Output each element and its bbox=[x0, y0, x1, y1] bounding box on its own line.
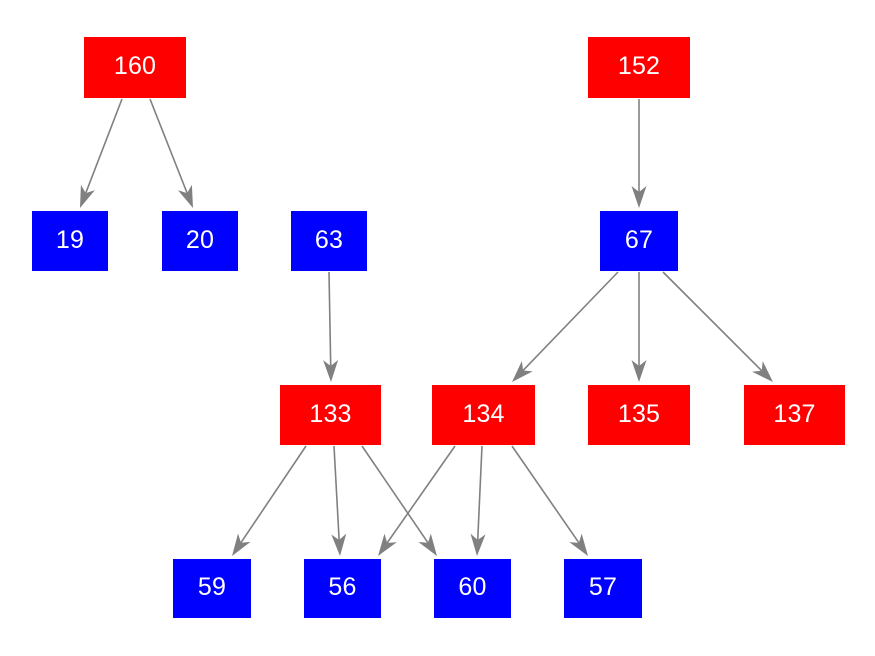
edge-arrowhead bbox=[323, 359, 339, 382]
node-label: 137 bbox=[773, 399, 816, 428]
graph-node-152[interactable]: 152 bbox=[588, 37, 690, 98]
edge-line bbox=[361, 445, 429, 544]
node-label: 160 bbox=[113, 52, 157, 80]
edge-line bbox=[476, 445, 483, 541]
graph-edge bbox=[662, 271, 773, 382]
node-label: 59 bbox=[197, 573, 227, 601]
node-label: 134 bbox=[462, 399, 505, 428]
node-label: 152 bbox=[617, 52, 661, 80]
edge-arrowhead bbox=[631, 186, 647, 208]
edge-arrowhead bbox=[631, 360, 647, 382]
graph-node-20[interactable]: 20 bbox=[162, 211, 238, 271]
node-label: 135 bbox=[617, 399, 661, 428]
graph-node-133[interactable]: 133 bbox=[280, 385, 381, 445]
graph-edge bbox=[512, 271, 619, 382]
graph-node-67[interactable]: 67 bbox=[600, 211, 678, 271]
edge-arrowhead bbox=[378, 533, 397, 556]
edge-line bbox=[662, 271, 763, 372]
edge-arrowhead bbox=[569, 533, 588, 556]
graph-edge bbox=[470, 445, 486, 556]
edge-line bbox=[386, 445, 456, 544]
graph-edge bbox=[323, 271, 339, 382]
graph-node-56[interactable]: 56 bbox=[304, 559, 381, 618]
edge-arrowhead bbox=[752, 361, 773, 382]
graph-edge bbox=[631, 99, 647, 208]
node-label: 63 bbox=[314, 225, 344, 254]
edge-arrowhead bbox=[418, 533, 437, 556]
edge-line bbox=[149, 98, 188, 194]
node-label: 67 bbox=[624, 225, 654, 254]
edge-arrowhead bbox=[177, 184, 193, 208]
edge-line bbox=[240, 445, 307, 544]
graph-edge bbox=[331, 445, 347, 556]
graph-node-60[interactable]: 60 bbox=[434, 559, 511, 618]
edge-arrowhead bbox=[232, 533, 251, 556]
graph-node-63[interactable]: 63 bbox=[291, 211, 367, 271]
graph-edge bbox=[80, 98, 123, 208]
graph-node-137[interactable]: 137 bbox=[744, 385, 845, 445]
edge-line bbox=[85, 98, 123, 194]
edge-arrowhead bbox=[512, 360, 533, 382]
edge-arrowhead bbox=[331, 533, 347, 556]
graph-edge bbox=[378, 445, 456, 556]
graph-node-134[interactable]: 134 bbox=[432, 385, 535, 445]
graph-node-160[interactable]: 160 bbox=[84, 37, 186, 98]
graph-edge bbox=[232, 445, 307, 556]
node-label: 19 bbox=[55, 225, 85, 254]
graph-node-57[interactable]: 57 bbox=[564, 559, 642, 618]
graph-edge bbox=[631, 272, 647, 382]
edge-line bbox=[511, 445, 580, 544]
graph-node-59[interactable]: 59 bbox=[173, 559, 251, 618]
edge-line bbox=[522, 271, 619, 372]
graph-node-19[interactable]: 19 bbox=[32, 211, 108, 271]
edge-arrowhead bbox=[470, 533, 486, 556]
node-label: 133 bbox=[309, 399, 352, 428]
edge-arrowhead bbox=[80, 184, 95, 208]
graph-edge bbox=[511, 445, 588, 556]
node-label: 20 bbox=[185, 225, 215, 254]
node-label: 56 bbox=[328, 573, 357, 601]
node-label: 57 bbox=[588, 573, 618, 601]
node-label: 60 bbox=[458, 573, 487, 601]
graph-edge bbox=[361, 445, 437, 556]
graph-edge bbox=[149, 98, 193, 208]
edge-line bbox=[328, 271, 332, 367]
edge-line bbox=[333, 445, 340, 541]
graph-node-135[interactable]: 135 bbox=[588, 385, 690, 445]
